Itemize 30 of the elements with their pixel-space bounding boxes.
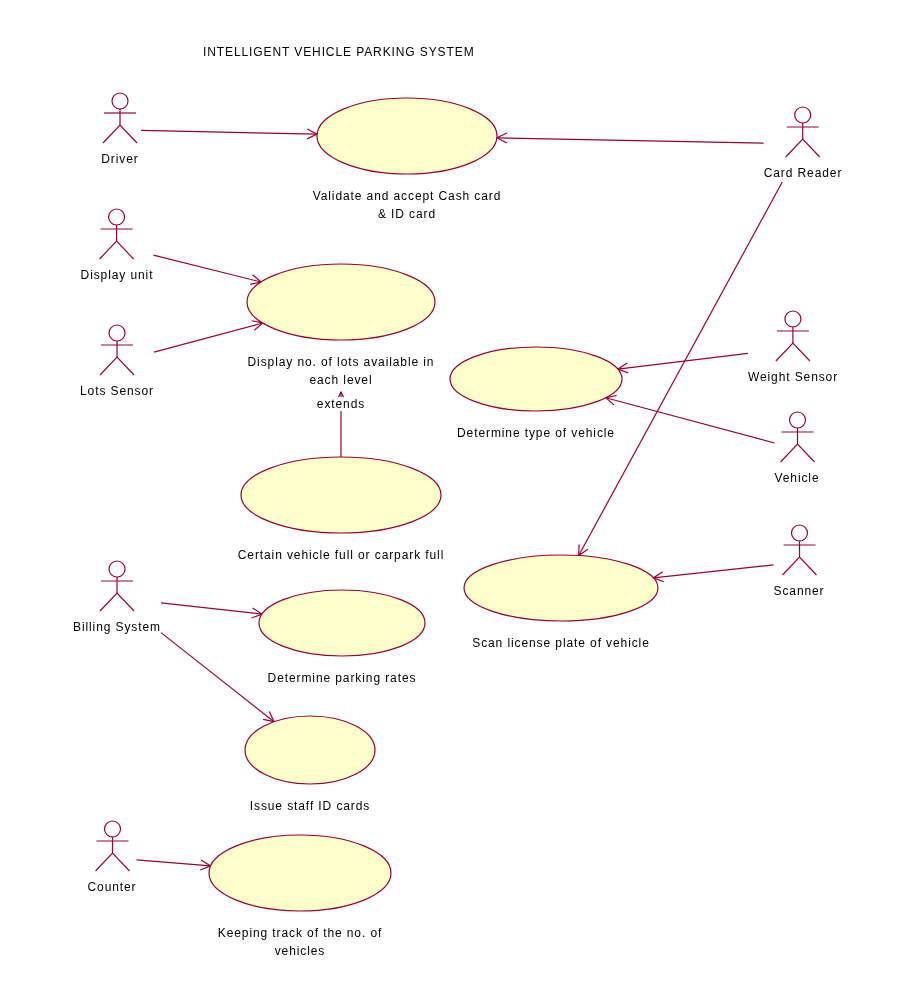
- association-arrow: [153, 320, 264, 353]
- association-arrow: [160, 602, 263, 619]
- use-case-name: Determine type of vehicle: [456, 425, 616, 442]
- association-arrow: [152, 254, 262, 286]
- use-case-name: Display no. of lots available in each level: [246, 354, 436, 389]
- association-arrow: [140, 128, 318, 140]
- use-case-name: Issue staff ID cards: [248, 798, 372, 815]
- actor-name: Billing System: [73, 619, 161, 636]
- actor-name: Card Reader: [763, 165, 843, 182]
- actor-name: Lots Sensor: [80, 383, 154, 400]
- diagram-title: INTELLIGENT VEHICLE PARKING SYSTEM: [203, 45, 475, 59]
- actor-name: Display unit: [80, 267, 154, 284]
- association-arrow: [605, 394, 776, 444]
- association-arrow: [135, 859, 212, 871]
- actor-name: Scanner: [773, 583, 825, 600]
- use-case-name: Determine parking rates: [266, 670, 418, 687]
- edge-label: extends: [315, 397, 367, 411]
- actor-name: Vehicle: [774, 470, 820, 487]
- association-arrow: [496, 132, 765, 144]
- association-arrow: [578, 181, 783, 557]
- use-case-name: Keeping track of the no. of vehicles: [216, 925, 384, 960]
- use-case-name: Scan license plate of vehicle: [471, 635, 651, 652]
- use-case-name: Validate and accept Cash card & ID card: [311, 188, 503, 223]
- actor-name: Driver: [101, 151, 139, 168]
- association-arrow: [617, 352, 749, 374]
- use-case-name: Certain vehicle full or carpark full: [236, 547, 446, 564]
- actor-name: Weight Sensor: [747, 369, 839, 386]
- association-arrow: [652, 564, 775, 583]
- actor-name: Counter: [87, 879, 137, 896]
- association-arrow: [160, 632, 275, 723]
